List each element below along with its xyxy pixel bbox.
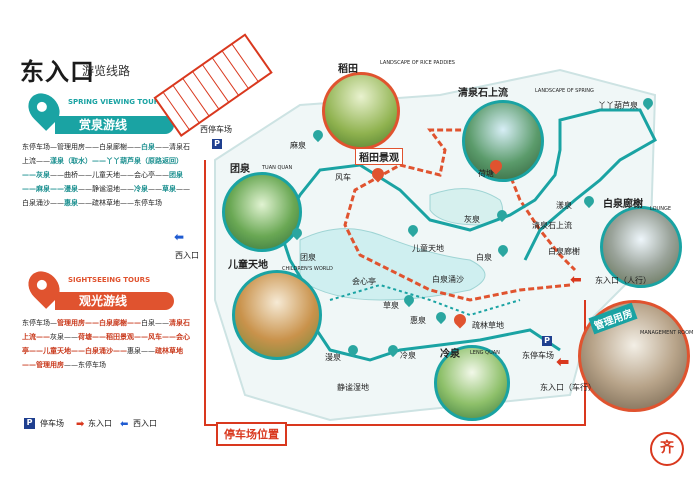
leng-spring-photo [434,345,510,421]
kids-world-title: 儿童天地 [228,260,268,271]
east-parking-label[interactable]: 东停车场 [522,351,554,360]
qing-stream-small-label[interactable]: 清泉石上流 [532,221,572,230]
spring-tour-en: SPRING VIEWING TOURS [68,98,165,106]
spring-route-segment: 管理用房——白泉廊榭—— [57,143,141,151]
map-title: 东入口 [20,58,95,86]
spring-route-segment: 团泉 [169,171,183,179]
hui-spring-small-label[interactable]: 惠泉 [410,316,426,325]
leng-spring-en: LENG QUAN [470,350,500,356]
yaya-spring-label[interactable]: 丫丫葫芦泉 [598,101,638,110]
spring-route-segment: 东停车场— [22,143,57,151]
inner-path [329,283,521,317]
ma-spring-label[interactable]: 麻泉 [290,141,306,150]
spring-route-line [278,108,657,362]
sightseeing-route-text: 东停车场—管理用房——白泉廊榭——白泉——清泉石上流——灰泉——荷塘——稻田景观… [22,316,192,372]
sight-route-segment: ——风车——会心亭——儿童天地—— [22,333,190,355]
lake [299,228,486,301]
sight-route-segment: 白泉涌沙—— [85,347,127,355]
bai-gallery-title: 白泉廊榭 [603,199,643,210]
sight-route-segment: 东停车场— [22,319,57,327]
pavilion-label[interactable]: 会心亭 [352,277,376,286]
west-parking-lot [153,33,273,137]
windmill-label[interactable]: 风车 [335,173,351,182]
east-walk-entrance-label[interactable]: 东入口（人行） [595,276,651,285]
tuan-spring-photo [222,172,302,252]
watermark-logo: 齐 [650,432,684,466]
bai-gallery-photo [600,206,682,288]
spring-route-segment: ——清泉石上流—— [22,143,190,165]
west-entrance-arrow-icon: ⬅ [120,419,129,430]
spring-route-segment: ——白泉涌沙—— [22,185,190,207]
spring-route-segment: ——曲桥——儿童天地——会心亭—— [50,171,169,179]
east-car-arrow-icon: ⬅ [556,352,570,371]
sight-route-segment: 惠泉—— [127,347,155,355]
qing-stream-en: LANDSCAPE OF SPRING [535,88,594,94]
map-subtitle: 游览线路 [82,64,131,78]
tuan-spring-title: 团泉 [230,164,250,175]
sight-route-segment: 荷塘——稻田景观 [78,333,134,341]
spring-route-segment: ——丫丫葫芦泉（原路返回）—— [22,157,183,179]
east-parking-p-icon: P [542,336,552,346]
sight-route-segment: 清泉石上流—— [22,319,190,341]
west-entrance-arrow-map-icon: ⬅ [174,230,185,244]
spring-tour-label[interactable]: 赏泉游线 [55,116,174,134]
leng-spring-title: 冷泉 [440,349,460,360]
spring-route-text: 东停车场—管理用房——白泉廊榭——白泉——清泉石上流——漾泉（取水）——丫丫葫芦… [22,140,192,210]
sight-route-segment: 白泉—— [141,319,169,327]
yang-spring-label[interactable]: 漾泉 [556,201,572,210]
west-entrance-label: 西入口 [175,251,199,260]
rice-title: 稻田 [338,64,358,75]
qing-stream-title: 清泉石上流 [458,88,508,99]
sightseeing-tour-en: SIGHTSEEING TOURS [68,276,151,284]
childrens-world-photo [232,270,322,360]
spring-stream-photo [462,100,544,182]
spring-route-segment: 草泉 [162,185,176,193]
spring-route-segment: ——麻泉—— [22,185,64,193]
east-walk-arrow-icon: ⬅ [570,272,582,288]
sight-route-segment: ——东停车场 [64,361,106,369]
spring-route-segment: 惠泉 [64,199,78,207]
sight-route-segment: 灰泉—— [50,333,78,341]
kids-world-label[interactable]: 儿童天地 [412,244,444,253]
bai-spring-label[interactable]: 白泉 [476,253,492,262]
bai-gallery-small-label[interactable]: 白泉廊榭 [548,247,580,256]
sight-route-segment: 管理用房——白泉廊榭—— [57,319,141,327]
east-entrance-arrow-icon: ➡ [76,419,85,430]
parking-legend-icon: P [24,418,35,429]
lounge-en: LOUNGE [650,206,671,212]
kids-world-en: CHILDREN'S WORLD [282,266,333,272]
east-car-entrance-label[interactable]: 东入口（车行） [540,383,596,392]
spring-route-segment: —— [148,185,162,193]
west-parking-p-icon: P [212,139,222,149]
hui-spring-label[interactable]: 灰泉 [464,215,480,224]
spring-route-segment: 冷泉 [134,185,148,193]
spring-route-segment: 白泉 [141,143,155,151]
rice-en: LANDSCAPE OF RICE PADDIES [380,60,455,66]
sight-route-segment: 疏林草地——管理用房 [22,347,183,369]
tuan-spring-en: TUAN QUAN [262,165,293,171]
cao-spring-label[interactable]: 草泉 [383,301,399,310]
spring-route-segment: ——疏林草地——东停车场 [78,199,162,207]
leng-spring-small-label[interactable]: 冷泉 [400,351,416,360]
bai-sand-label[interactable]: 白泉涌沙 [432,275,464,284]
rice-paddies-photo [322,72,400,150]
west-parking-label: 西停车场 [200,125,232,134]
rice-view-label[interactable]: 稻田景观 [355,148,403,165]
west-legend-label: 西入口 [133,419,157,428]
parking-position-label[interactable]: 停车场位置 [216,422,287,446]
management-en: MANAGEMENT ROOM [640,330,694,336]
lotus-pond-label[interactable]: 荷塘 [478,169,494,178]
parking-legend-label: 停车场 [40,419,64,428]
sightseeing-route-line [343,128,577,302]
east-legend-label: 东入口 [88,419,112,428]
grove-label[interactable]: 疏林草地 [472,321,504,330]
man-spring-label[interactable]: 漫泉 [325,353,341,362]
spring-route-segment: 漾泉（取水） [50,157,92,165]
spring-route-segment: 漫泉 [64,185,78,193]
spring-route-segment: 灰泉 [36,171,50,179]
sightseeing-tour-label[interactable]: 观光游线 [55,292,174,310]
wetland-label[interactable]: 静谧湿地 [337,383,369,392]
tuan-spring-label[interactable]: 团泉 [300,253,316,262]
spring-route-segment: ——静谧湿地—— [78,185,134,193]
